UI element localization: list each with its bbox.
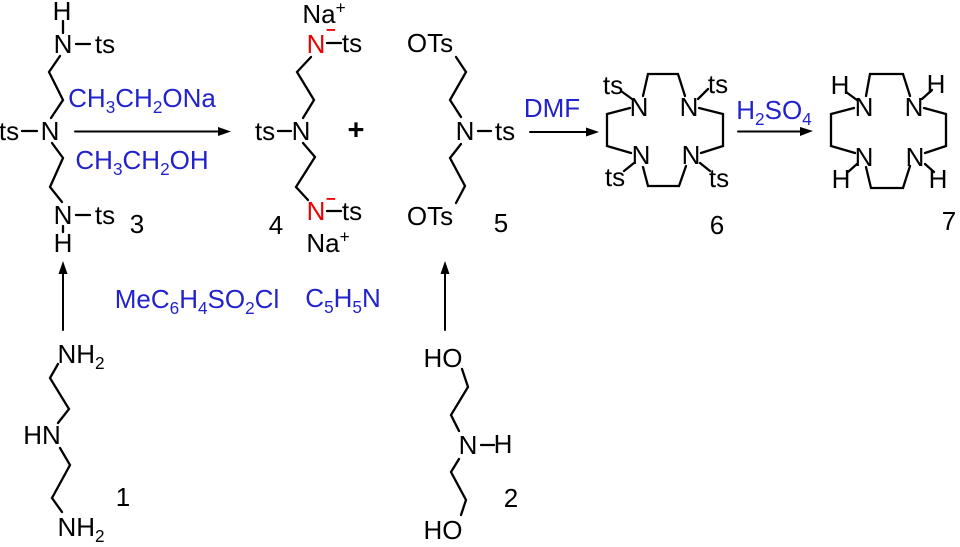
c4-anion-nitrogen-top: N bbox=[306, 29, 326, 59]
reagent-sodium-ethoxide: CH3CH2ONa bbox=[68, 83, 216, 118]
c3-tosyl-bottom: ts bbox=[94, 200, 116, 230]
c7-number-label: 7 bbox=[941, 206, 957, 236]
plus-sign: + bbox=[347, 114, 365, 147]
c2-hydroxyl-bottom: HO bbox=[423, 515, 463, 545]
reagent-ethanol: CH3CH2OH bbox=[75, 145, 209, 180]
c3-tosyl-top: ts bbox=[94, 29, 116, 59]
compound-5-bonds bbox=[448, 55, 493, 205]
c6-nitrogen-top-left: N bbox=[629, 92, 649, 122]
c7-nitrogen-top-right: N bbox=[904, 92, 924, 122]
c3-nitrogen-center: N bbox=[40, 116, 60, 146]
c5-tosyl: ts bbox=[494, 116, 516, 146]
c2-nh-hydrogen: H bbox=[493, 429, 513, 459]
c6-number-label: 6 bbox=[709, 210, 725, 240]
c3-hydrogen-top: H bbox=[52, 0, 72, 26]
c4-anion-nitrogen-bottom: N bbox=[306, 196, 326, 226]
reagent-pyridine: C5H5N bbox=[305, 283, 381, 318]
c3-nitrogen-top: N bbox=[53, 29, 73, 59]
c2-number-label: 2 bbox=[503, 483, 519, 513]
c5-number-label: 5 bbox=[493, 208, 509, 238]
c1-amine-middle: HN bbox=[23, 420, 61, 450]
c2-nitrogen: N bbox=[458, 430, 478, 460]
c7-nitrogen-bottom-right: N bbox=[905, 142, 925, 172]
c3-tosyl-left: ts bbox=[0, 116, 20, 146]
c7-hydrogen-bottom-left: H bbox=[831, 164, 851, 194]
c3-nitrogen-bottom: N bbox=[53, 200, 73, 230]
compound-3-bonds bbox=[20, 19, 92, 234]
c7-nitrogen-top-left: N bbox=[854, 92, 874, 122]
c4-tosyl-bottom: ts bbox=[341, 196, 363, 226]
c1-amine-top: NH2 bbox=[57, 339, 105, 374]
c2-hydroxyl-top: HO bbox=[423, 343, 463, 373]
c7-hydrogen-top-left: H bbox=[830, 70, 850, 100]
c6-nitrogen-bottom-right: N bbox=[681, 140, 701, 170]
c6-nitrogen-bottom-left: N bbox=[631, 140, 651, 170]
c7-hydrogen-top-right: H bbox=[926, 69, 946, 99]
c4-nitrogen-center: N bbox=[291, 116, 311, 146]
c1-number-label: 1 bbox=[115, 482, 131, 512]
compound-4-bonds bbox=[276, 41, 343, 213]
c4-number-label: 4 bbox=[268, 210, 284, 240]
c5-tosylate-top: OTs bbox=[406, 28, 454, 58]
c6-nitrogen-top-right: N bbox=[679, 92, 699, 122]
c5-nitrogen: N bbox=[455, 116, 475, 146]
compound-6-bonds bbox=[605, 72, 725, 188]
reaction-arrows bbox=[58, 127, 813, 331]
c4-sodium-cation-bottom: Na+ bbox=[306, 226, 350, 258]
c3-number-label: 3 bbox=[129, 209, 145, 239]
c4-minus-charge-top: − bbox=[326, 20, 336, 40]
c4-tosyl-top: ts bbox=[341, 28, 363, 58]
c4-sodium-cation-top: Na+ bbox=[302, 0, 346, 29]
c7-nitrogen-bottom-left: N bbox=[854, 142, 874, 172]
c5-tosylate-bottom: OTs bbox=[406, 201, 454, 231]
c4-minus-charge-bottom: − bbox=[326, 189, 336, 209]
compound-1-bonds bbox=[48, 362, 72, 514]
compound-7-bonds bbox=[829, 72, 948, 190]
c4-tosyl-left: ts bbox=[254, 116, 276, 146]
c6-tosyl-bottom-right: ts bbox=[708, 163, 730, 193]
c1-amine-bottom: NH2 bbox=[57, 512, 105, 547]
c7-hydrogen-bottom-right: H bbox=[928, 164, 948, 194]
c6-tosyl-top-left: ts bbox=[602, 70, 624, 100]
reagent-tosyl-chloride: MeC6H4SO2Cl bbox=[114, 284, 280, 319]
reagent-sulfuric-acid: H2SO4 bbox=[736, 95, 812, 130]
c3-hydrogen-bottom: H bbox=[53, 228, 73, 258]
c6-tosyl-bottom-left: ts bbox=[604, 162, 626, 192]
reagent-dmf: DMF bbox=[523, 93, 581, 123]
c6-tosyl-top-right: ts bbox=[707, 69, 729, 99]
compound-2-bonds bbox=[449, 367, 496, 517]
